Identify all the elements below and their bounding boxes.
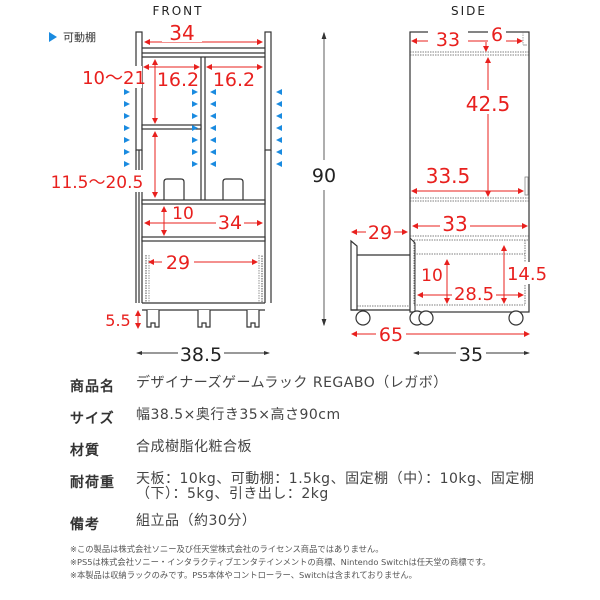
svg-text:33.5: 33.5 — [426, 164, 471, 188]
svg-text:29: 29 — [166, 252, 190, 274]
footnote: ※この製品は株式会社ソニー及び任天堂株式会社のライセンス商品ではありません。 — [70, 544, 384, 554]
svg-text:35: 35 — [459, 344, 483, 366]
svg-text:16.2: 16.2 — [213, 69, 255, 91]
svg-text:5.5: 5.5 — [105, 311, 130, 330]
spec-row-size: サイズ 幅38.5×奥行き35×高さ90cm — [70, 408, 550, 428]
svg-text:11.5～20.5: 11.5～20.5 — [51, 173, 144, 193]
svg-text:10: 10 — [421, 266, 443, 286]
marker-col-1 — [124, 89, 130, 167]
svg-text:6: 6 — [491, 24, 503, 46]
svg-text:14.5: 14.5 — [507, 264, 547, 285]
front-right-post — [264, 31, 272, 151]
svg-text:29: 29 — [368, 222, 392, 244]
side-view: SIDE 33 6 — [350, 4, 547, 366]
blue-triangle-icon — [49, 32, 57, 42]
footnotes: ※この製品は株式会社ソニー及び任天堂株式会社のライセンス商品ではありません。 ※… — [70, 543, 540, 582]
spec-key: 材質 — [70, 443, 100, 459]
spec-value: デザイナーズゲームラック REGABO（レガボ） — [136, 375, 448, 391]
footnote: ※本製品は収納ラックのみです。PS5本体やコントローラー、Switchは含まれて… — [70, 570, 417, 580]
svg-text:33: 33 — [436, 29, 460, 51]
front-view: FRONT — [50, 4, 282, 366]
svg-text:28.5: 28.5 — [454, 284, 494, 305]
footnote: ※PS5は株式会社ソニー・インタラクティブエンタテインメントの商標、Ninten… — [70, 557, 491, 567]
svg-text:42.5: 42.5 — [466, 92, 511, 116]
svg-text:33: 33 — [442, 212, 467, 236]
side-caster-icons — [355, 310, 524, 326]
spec-value: 幅38.5×奥行き35×高さ90cm — [136, 407, 341, 423]
marker-col-2 — [192, 89, 198, 167]
spec-row-material: 材質 合成樹脂化粧合板 — [70, 440, 550, 460]
svg-text:34: 34 — [169, 21, 194, 45]
spec-key: サイズ — [70, 411, 115, 427]
spec-key: 耐荷重 — [70, 475, 115, 491]
svg-text:90: 90 — [312, 165, 336, 187]
spec-value: 天板：10kg、可動棚：1.5kg、固定棚（中）：10kg、固定棚（下）：5kg… — [136, 471, 535, 502]
spec-row-load: 耐荷重 天板：10kg、可動棚：1.5kg、固定棚（中）：10kg、固定棚（下）… — [70, 472, 550, 502]
svg-text:34: 34 — [218, 212, 242, 234]
movable-shelf-markers — [124, 89, 282, 167]
svg-text:65: 65 — [379, 324, 403, 346]
overall-height-dimension: 90 — [312, 31, 336, 327]
dimension-drawings: FRONT — [50, 4, 547, 366]
svg-text:10～21: 10～21 — [82, 68, 146, 89]
svg-text:16.2: 16.2 — [157, 69, 199, 91]
spec-key: 備考 — [70, 517, 100, 533]
marker-col-3 — [210, 89, 216, 167]
legend-label: 可動棚 — [63, 31, 96, 44]
svg-text:38.5: 38.5 — [180, 344, 222, 366]
front-view-title: FRONT — [153, 4, 204, 18]
movable-shelf-legend: 可動棚 — [49, 29, 96, 45]
spec-row-name: 商品名 デザイナーズゲームラック REGABO（レガボ） — [70, 376, 550, 396]
front-caster-icons — [146, 310, 260, 328]
spec-row-remarks: 備考 組立品（約30分） — [70, 514, 550, 534]
marker-col-4 — [276, 89, 282, 167]
side-view-title: SIDE — [451, 4, 487, 18]
svg-text:10: 10 — [172, 204, 194, 224]
spec-value: 組立品（約30分） — [136, 513, 257, 529]
spec-value: 合成樹脂化粧合板 — [136, 439, 252, 455]
spec-table: 商品名 デザイナーズゲームラック REGABO（レガボ） サイズ 幅38.5×奥… — [70, 376, 550, 546]
spec-key: 商品名 — [70, 379, 115, 395]
front-left-post — [135, 31, 143, 151]
